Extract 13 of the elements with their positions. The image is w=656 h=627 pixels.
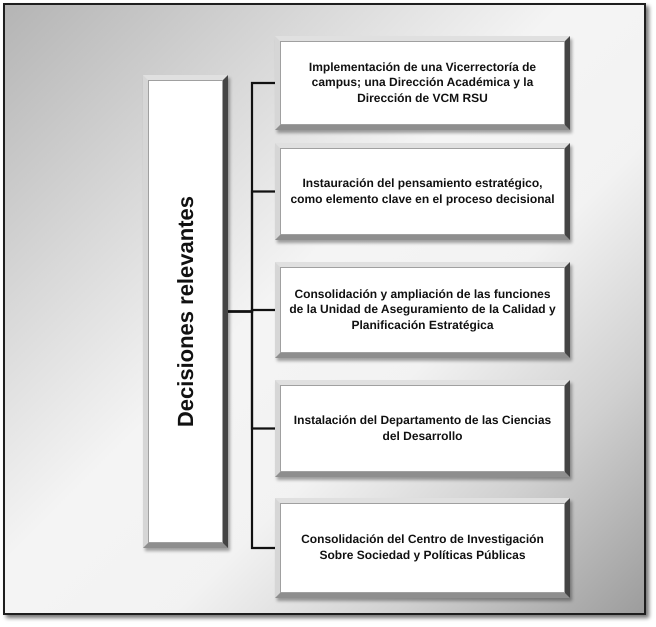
decision-box: [275, 498, 570, 598]
category-label: Decisiones relevantes: [172, 196, 198, 428]
decision-box: [275, 380, 570, 477]
category-box: [143, 75, 228, 548]
decision-text: Consolidación del Centro de Investigación Sobre Sociedad y Políticas Públicas: [300, 532, 545, 564]
connector-line: [228, 310, 275, 550]
decision-box: [275, 143, 570, 240]
decision-text: Instauración del pensamiento estratégico, como elemento clave en el proceso decisional: [289, 176, 556, 208]
decision-box: [275, 262, 570, 358]
decision-text: Consolidación y ampliación de las funciones de la Unidad de Aseguramiento de la Calidad y Planificación Estratégica: [288, 286, 557, 334]
decision-text: Instalación del Departamento de las Ciencias del Desarrollo: [292, 412, 552, 444]
decision-text: Implementación de una Vicerrectoría de campus; una Dirección Académica y la Dirección de VCM RSU: [308, 60, 538, 106]
decision-box: [275, 36, 570, 130]
